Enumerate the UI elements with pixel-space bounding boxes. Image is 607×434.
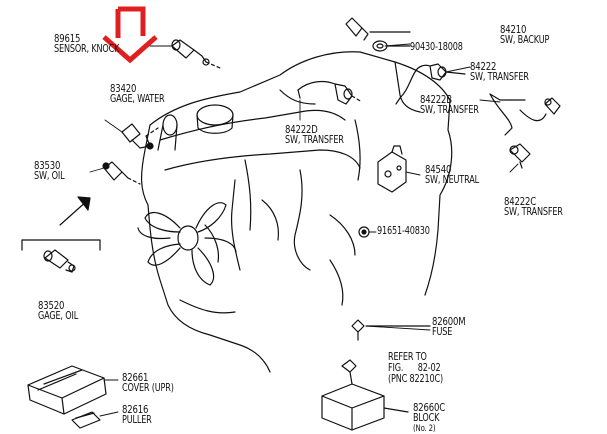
refer-line-1: REFER TO [388,351,427,363]
refer-fig-label: FIG. [388,362,404,374]
oil-gage-arrow [59,196,91,226]
water-gage-drawing [121,123,159,150]
part-name: SW, TRANSFER [285,134,344,146]
part-label-84222d: 84222D SW, TRANSFER [285,124,344,146]
part-label-82661: 82661 COVER (UPR) [122,372,174,394]
part-label-82616: 82616 PULLER [122,404,152,426]
part-number: 91651-40830 [377,225,430,237]
part-label-84222: 84222 SW, TRANSFER [470,61,529,83]
part-label-82660c: 82660C BLOCK (No. 2) [413,402,445,434]
puller-drawing [71,411,101,429]
part-label-84222c: 84222C SW, TRANSFER [504,196,563,218]
leader-lines [89,43,519,417]
part-number: 83520 [38,299,65,312]
engine-block-outline [141,51,453,373]
refer-to-figure-note: REFER TO FIG. 82-02 (PNC 82210C) [388,352,443,385]
part-name: PULLER [122,414,152,426]
transfer-switch-84222D-drawing [297,80,363,105]
part-label-84540: 84540 SW, NEUTRAL [425,164,479,186]
part-name: FUSE [432,326,453,338]
part-label-91651: 91651-40830 [377,226,430,237]
part-label-83520: 83520 GAGE, OIL [38,300,78,322]
knock-sensor-drawing [171,39,221,69]
fan-drawing [137,202,237,286]
part-name: SW, TRANSFER [470,71,529,83]
part-number: 84210 [500,23,527,36]
highlight-arrow [102,6,158,64]
part-number: 89615 [54,32,81,45]
part-label-83530: 83530 SW, OIL [34,159,65,182]
part-name: GAGE, OIL [38,310,79,322]
fuse-drawing [351,319,431,341]
part-number: 84222 [470,60,497,73]
part-number: 82660C [413,401,445,414]
cover-upr-drawing [27,365,107,415]
part-number: 84540 [425,163,452,176]
transfer-switch-84222B-drawing [489,93,561,136]
part-number: 83530 [34,159,61,172]
part-number: 84222B [420,93,452,106]
bolt-91651-drawing [358,226,370,238]
part-label-82600m: 82600M FUSE [432,315,466,338]
neutral-switch-drawing [377,145,407,193]
backup-switch-drawing [345,17,411,52]
part-name: SW, OIL [34,170,65,182]
part-number: 82616 [122,403,149,416]
refer-fig-number: 82-02 [417,362,441,374]
part-number: 84222C [504,195,536,208]
part-label-90430: 90430-18008 [410,42,463,53]
block-82660c-drawing [321,359,409,431]
part-number: 82600M [432,315,466,328]
filler-cap-drawing [157,104,234,151]
part-name: BLOCK [413,412,440,424]
part-name: COVER (UPR) [122,382,174,394]
part-name: SW, TRANSFER [420,104,479,116]
part-label-84210: 84210 SW, BACKUP [500,24,549,46]
part-label-89615: 89615 SENSOR, KNOCK [54,33,119,55]
oil-gage-drawing [21,239,101,273]
oil-switch-drawing [102,161,141,185]
transfer-switch-84222C-drawing [509,143,531,169]
part-name: SW, NEUTRAL [425,174,479,186]
part-note: (No. 2) [413,424,436,434]
part-number: 84222D [285,123,318,136]
part-number: 83420 [110,82,137,95]
part-number: 82661 [122,371,149,384]
refer-pnc: (PNC 82210C) [388,373,444,385]
part-label-84222b: 84222B SW, TRANSFER [420,94,479,116]
part-name: SENSOR, KNOCK [54,43,120,55]
part-number: 90430-18008 [410,41,463,53]
part-label-83420: 83420 GAGE, WATER [110,83,165,105]
part-name: SW, TRANSFER [504,206,563,218]
refer-line-2: FIG. 82-02 [388,363,443,374]
part-name: SW, BACKUP [500,34,550,46]
part-name: GAGE, WATER [110,93,165,105]
